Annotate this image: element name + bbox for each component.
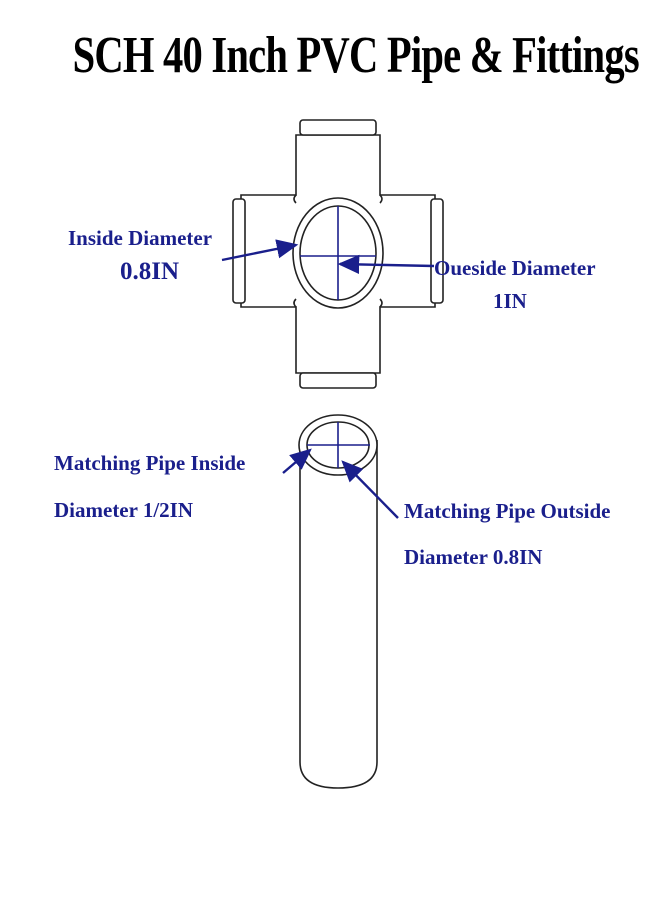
page-title: SCH 40 Inch PVC Pipe & Fittings: [72, 27, 640, 84]
matching-pipe: [298, 414, 378, 789]
top-socket-rim: [299, 119, 377, 136]
bottom-socket-rim: [299, 372, 377, 389]
outside-diameter-arrow: [337, 254, 435, 275]
pipe-crosshair: [307, 422, 370, 468]
left-socket-rim: [232, 198, 246, 304]
pipe-outside-label-line1: Matching Pipe Outside: [404, 499, 611, 523]
pipe-outside-label-line2: Diameter 0.8IN: [404, 545, 543, 569]
inside-diameter-label: Inside Diameter: [68, 226, 213, 250]
pipe-body: [299, 440, 378, 789]
inside-diameter-arrow: [221, 239, 299, 262]
outside-diameter-value: 1IN: [493, 289, 527, 313]
right-socket-rim: [430, 198, 444, 304]
pipe-inside-arrow: [282, 448, 312, 474]
inside-diameter-value: 0.8IN: [120, 258, 180, 285]
outside-diameter-label: Oueside Diameter: [434, 256, 596, 280]
pipe-inside-label-line2: Diameter 1/2IN: [54, 498, 193, 522]
pipe-inside-label-line1: Matching Pipe Inside: [54, 451, 246, 475]
pipe-outside-arrow: [341, 460, 399, 519]
